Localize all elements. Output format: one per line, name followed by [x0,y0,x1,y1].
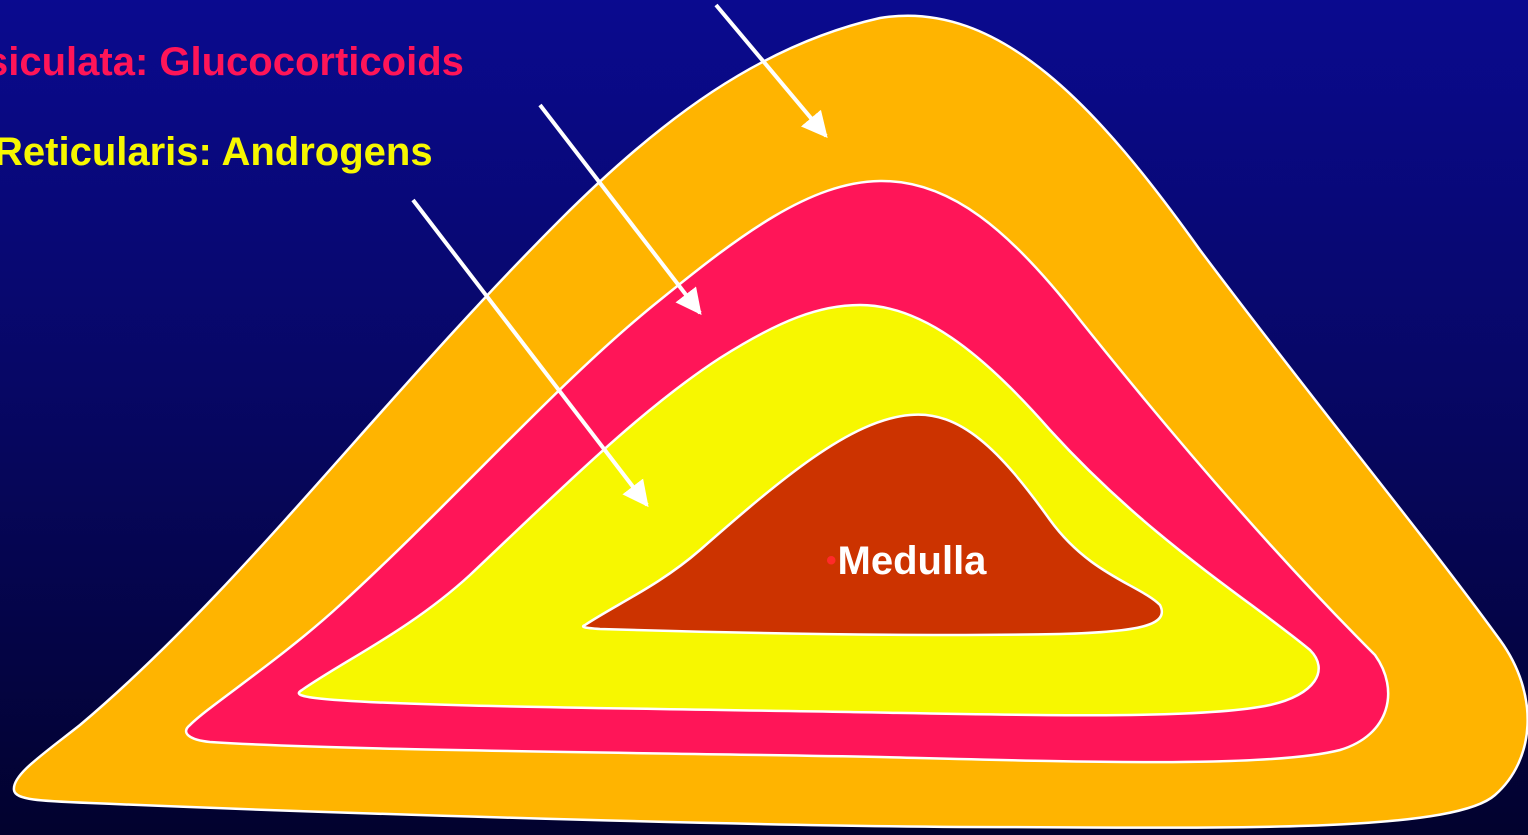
medulla-bullet: • [826,544,837,577]
reticularis-label: Reticularis: Androgens [0,132,433,172]
medulla-label-group: •Medulla [826,541,986,581]
fasciculata-label: siculata: Glucocorticoids [0,42,464,82]
medulla-label: Medulla [838,539,987,583]
